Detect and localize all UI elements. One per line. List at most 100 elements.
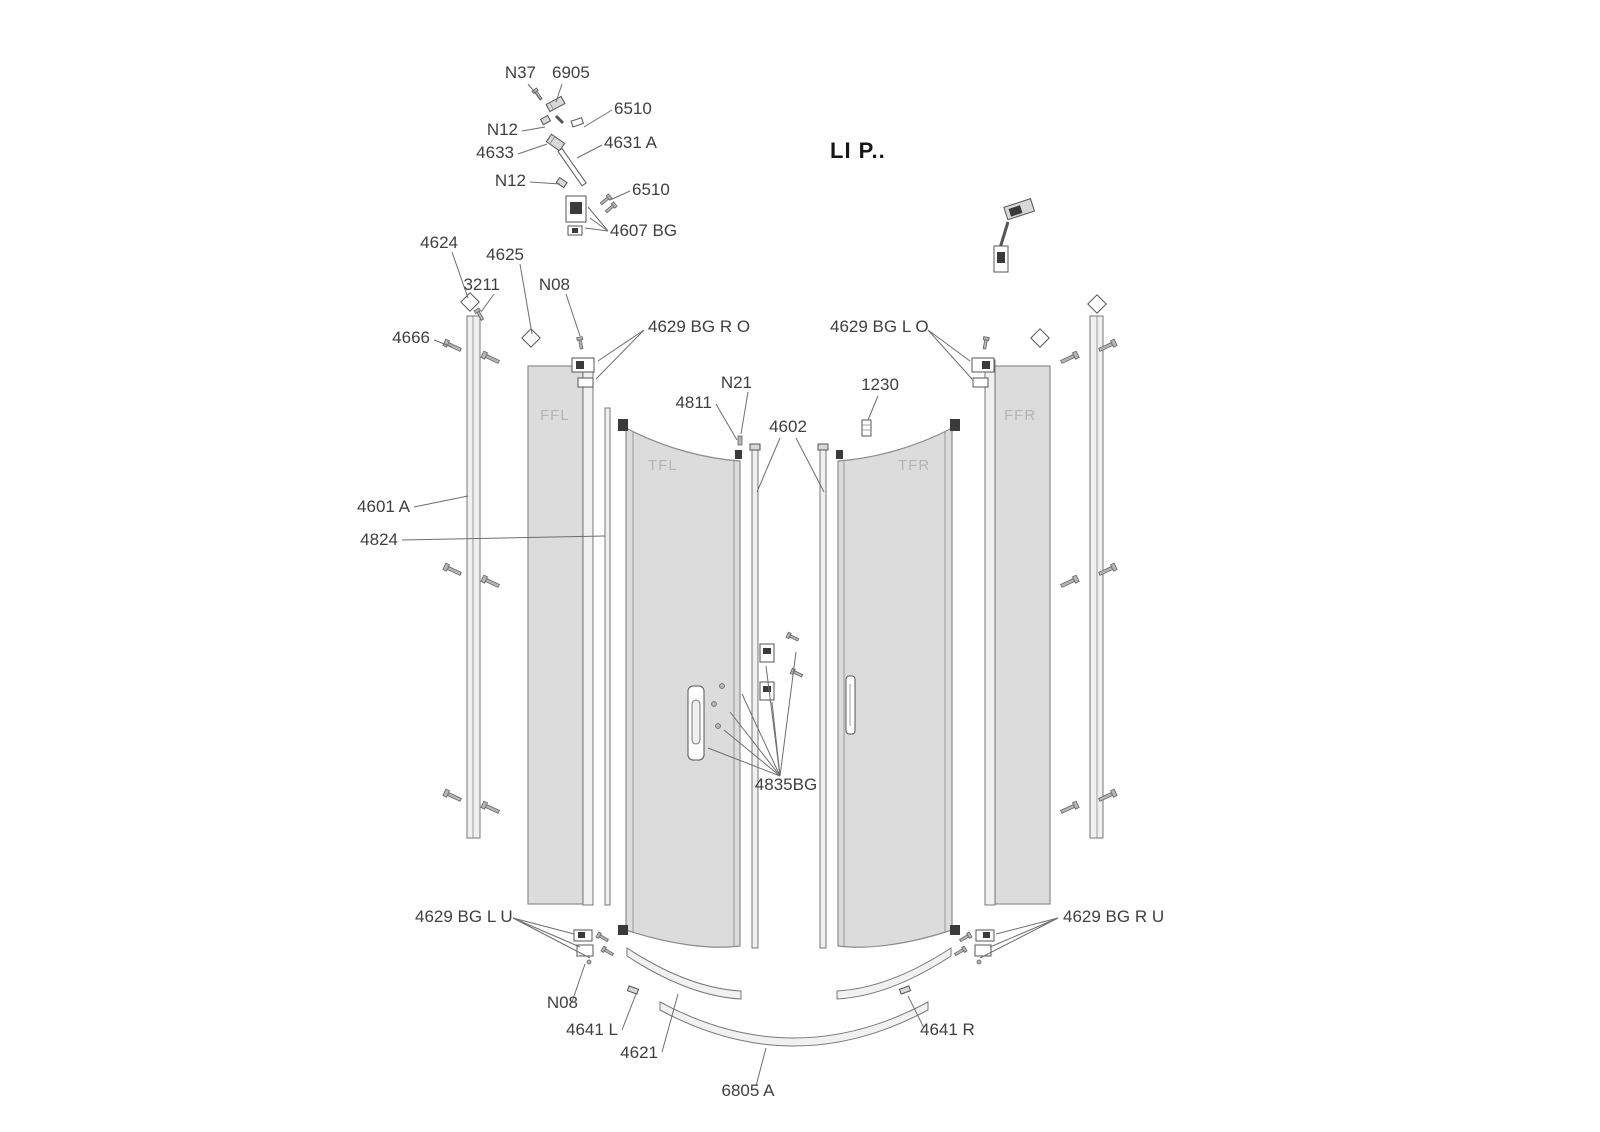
leader-4629bglo (927, 329, 973, 380)
leader-3211 (480, 293, 495, 313)
bracket-shoe (577, 377, 594, 388)
tfl-top-pivot-cap (618, 419, 628, 431)
label-4629bglo: 4629 BG L O (830, 317, 929, 336)
leader-6805a (755, 1047, 767, 1087)
leader-1230 (867, 395, 879, 421)
screw-icon (981, 336, 990, 350)
leader-n12-b (529, 181, 561, 185)
leader-4607bg (589, 217, 609, 232)
cap-square-icon (1030, 328, 1050, 348)
bottom-bracket-4629bgru (953, 929, 995, 965)
leader-4641r (907, 995, 925, 1029)
label-4601a: 4601 A (357, 497, 411, 516)
screw-icon (789, 667, 804, 679)
tfl-bottom-pivot-cap (618, 925, 628, 935)
label-4641r: 4641 R (920, 1020, 975, 1039)
curved-door-tfl: TFL (618, 419, 742, 948)
leader-lines (401, 251, 1059, 1087)
leader-4602 (756, 437, 781, 493)
label-4625: 4625 (486, 245, 524, 264)
strip-cap (749, 443, 761, 451)
leader-n08-bottom (571, 963, 586, 1003)
leader-4835bg (707, 747, 781, 777)
label-n12-b: N12 (495, 171, 526, 190)
leader-4629bgru (989, 917, 1059, 948)
screw-icon (442, 338, 463, 354)
part-1230 (861, 419, 872, 437)
fixed-panel-ffr: FFR (984, 328, 1051, 906)
screw-icon (958, 931, 973, 944)
tfr-top-cap (836, 450, 843, 459)
screw-icon (711, 701, 717, 707)
bottom-rail-right-4621 (836, 947, 952, 1000)
label-4629bgru: 4629 BG R U (1063, 907, 1164, 926)
diagram-title: LI P.. (830, 138, 886, 163)
leader-6905 (555, 83, 563, 103)
label-4824: 4824 (360, 530, 398, 549)
leader-n21 (740, 391, 749, 435)
bottom-sill-6805a (659, 1001, 929, 1047)
nut-part (555, 176, 568, 189)
label-4621: 4621 (620, 1043, 658, 1062)
screw-icon (480, 574, 501, 590)
label-n21: N21 (721, 373, 752, 392)
part-labels: 4624 4625 3211 N08 4666 4629 BG R O 4629… (357, 233, 1164, 1100)
leader-n08-top (565, 293, 581, 337)
screw-icon (603, 201, 618, 215)
label-4811: 4811 (675, 393, 712, 412)
screw-icon (600, 945, 615, 958)
label-n37: N37 (505, 63, 536, 82)
label-6510-a: 6510 (614, 99, 652, 118)
left-wall-profile-4601a (442, 292, 501, 839)
screw-icon (480, 800, 501, 816)
tfl-label: TFL (648, 457, 678, 474)
label-4835bg: 4835BG (755, 775, 817, 794)
bracket-insert (576, 361, 584, 369)
screw-icon (531, 87, 544, 102)
leader-4629bglu (512, 917, 591, 959)
tfr-bottom-pivot-cap (950, 925, 960, 935)
leader-4629bglu (512, 917, 575, 935)
leader-4625 (519, 263, 533, 335)
leader-4631a (576, 144, 603, 159)
leader-4641l (621, 993, 637, 1031)
tfl-top-cap (735, 450, 742, 459)
sleeve-part (570, 117, 585, 128)
label-4629bglu: 4629 BG L U (415, 907, 513, 926)
top-right-arm-assembly (993, 198, 1036, 273)
leader-6510-a (583, 109, 613, 128)
label-4629bgro: 4629 BG R O (648, 317, 750, 336)
center-strip-left (751, 449, 759, 949)
pivot-cylinder-part (545, 95, 566, 113)
label-n08-top: N08 (539, 275, 570, 294)
leader-4607bg (584, 227, 609, 232)
cap-square-icon (460, 292, 480, 312)
hinge-block (759, 681, 775, 701)
bracket-shoe (974, 944, 992, 957)
leader-4601a (413, 495, 469, 508)
fixed-panel-ffl: FFL (521, 328, 594, 906)
leader-4602 (795, 437, 825, 493)
tfr-top-pivot-cap (950, 419, 960, 431)
pivot-rod-part (557, 147, 587, 187)
ffl-profile (582, 359, 594, 906)
tfl-glass (625, 427, 741, 948)
screw-icon (595, 931, 610, 944)
leader-4629bgro (597, 329, 645, 362)
screw-icon (715, 723, 721, 729)
leader-4629bglu (512, 917, 581, 948)
leader-4624 (451, 251, 469, 299)
leader-4666 (433, 339, 453, 348)
top-hinge-assembly: N37 6905 6510 N12 4633 4631 A N12 6510 4… (476, 63, 677, 240)
door-handle-left-slot (691, 699, 701, 745)
bottom-bracket-4629bglu (573, 929, 615, 965)
screw-icon (953, 945, 968, 958)
ffr-label: FFR (1004, 407, 1036, 424)
right-wall-profile (1059, 294, 1118, 839)
wall-profile-right (1089, 315, 1104, 839)
leader-4607bg (587, 206, 609, 232)
curved-door-tfr: TFR (836, 419, 960, 948)
leader-4629bgru (995, 917, 1059, 935)
